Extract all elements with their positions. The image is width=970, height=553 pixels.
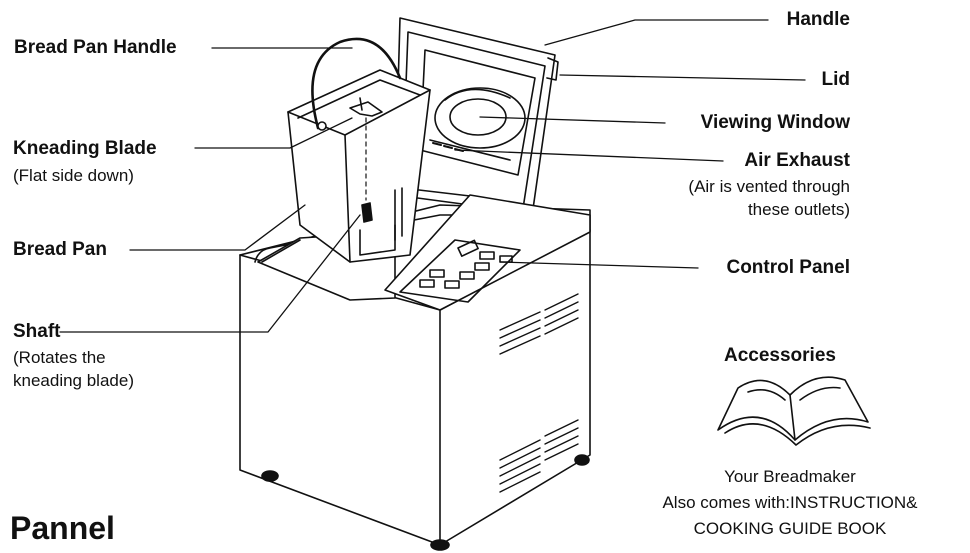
label-shaft: Shaft: [13, 321, 61, 342]
bread-pan-handle: [311, 37, 402, 130]
accessories-line-3: COOKING GUIDE BOOK: [693, 519, 887, 538]
breadmaker-body: [239, 204, 591, 551]
kneading-blade-shape: [349, 101, 383, 117]
leader-lines: [59, 19, 806, 333]
page-title: Pannel: [10, 510, 115, 546]
label-control-panel: Control Panel: [726, 257, 850, 278]
note-air-exhaust-line-2: these outlets): [747, 200, 850, 219]
label-lid: Lid: [821, 69, 851, 90]
foot: [574, 454, 590, 466]
control-panel: [384, 194, 591, 311]
foot: [261, 470, 279, 482]
note-air-exhaust-line-1: (Air is vented through: [688, 177, 850, 196]
lid-handle: [546, 57, 559, 81]
label-bread-pan: Bread Pan: [13, 239, 107, 260]
accessories-line-1: Your Breadmaker: [724, 467, 856, 486]
side-vents: [499, 293, 579, 493]
label-kneading-blade: Kneading Blade: [13, 138, 157, 159]
bread-pan: [287, 69, 431, 263]
open-book-icon: [717, 376, 871, 446]
note-shaft-line-1: (Rotates the: [13, 348, 106, 367]
label-bread-pan-handle: Bread Pan Handle: [14, 37, 177, 58]
foot: [430, 539, 450, 551]
accessories-heading: Accessories: [724, 345, 836, 366]
accessories-line-2: Also comes with:INSTRUCTION&: [662, 493, 918, 512]
label-handle: Handle: [786, 9, 850, 30]
label-air-exhaust: Air Exhaust: [744, 150, 850, 171]
shaft-shape: [361, 202, 373, 223]
label-viewing-window: Viewing Window: [700, 112, 850, 133]
note-kneading-blade: (Flat side down): [13, 166, 134, 185]
note-shaft-line-2: kneading blade): [13, 371, 134, 390]
